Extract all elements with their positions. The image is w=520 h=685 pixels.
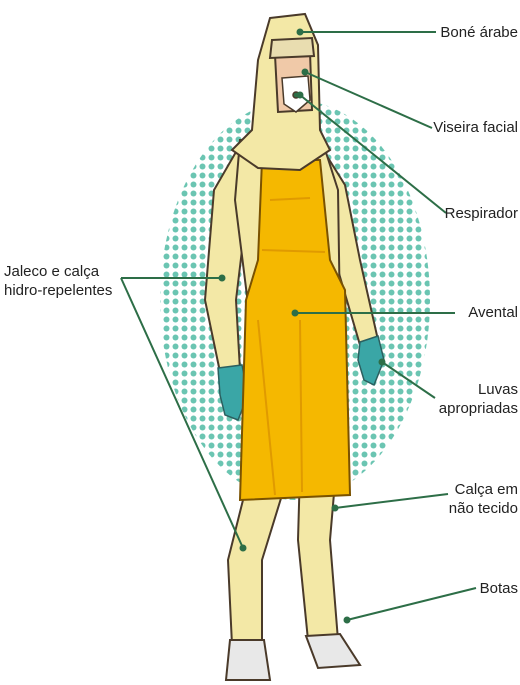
label-viseira-facial: Viseira facial — [396, 118, 518, 137]
label-luvas: Luvas apropriadas — [400, 380, 518, 418]
label-botas: Botas — [430, 579, 518, 598]
boots — [226, 634, 360, 680]
label-calca-nao-tecido: Calça em não tecido — [400, 480, 518, 518]
label-bone-arabe: Boné árabe — [400, 23, 518, 42]
label-jaleco-calca: Jaleco e calça hidro-repelentes — [4, 262, 134, 300]
hood — [232, 14, 330, 170]
label-respirador: Respirador — [400, 204, 518, 223]
label-avental: Avental — [420, 303, 518, 322]
